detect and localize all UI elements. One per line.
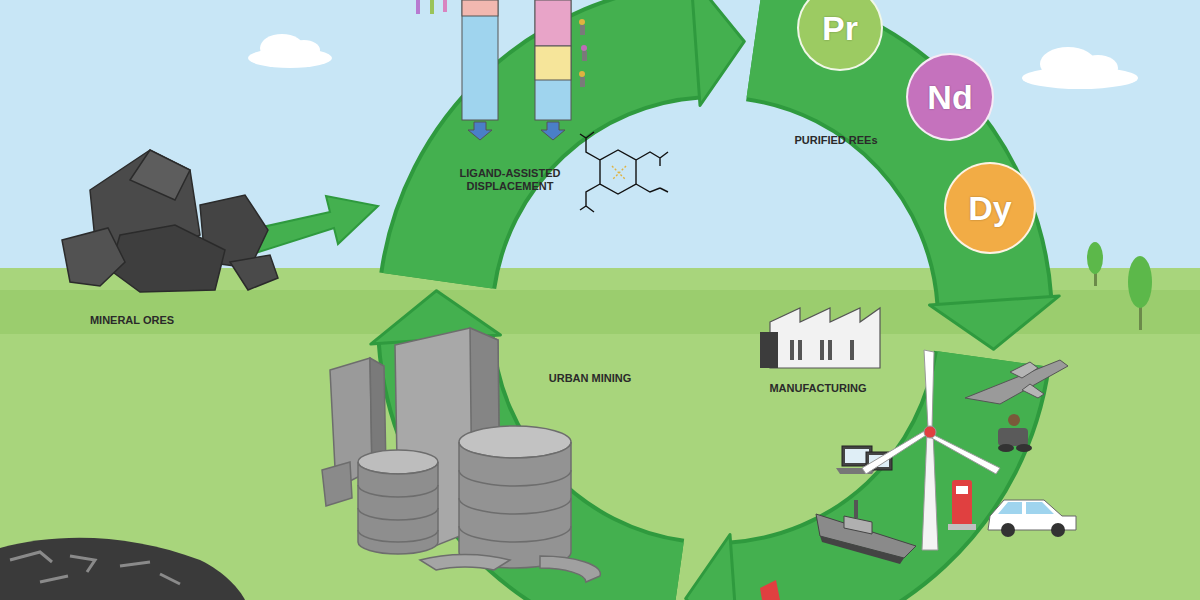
charging-station xyxy=(948,480,976,530)
vehicle-figure xyxy=(998,414,1032,452)
element-symbol: Dy xyxy=(968,189,1011,228)
red-item xyxy=(760,580,780,600)
stage-label: URBAN MINING xyxy=(520,372,660,385)
stage-label: MINERAL ORES xyxy=(62,314,202,327)
cycle-ring-edge xyxy=(435,40,995,600)
mineral-rocks xyxy=(62,150,278,292)
element-circle: Pr xyxy=(797,0,883,71)
ship xyxy=(816,500,916,564)
element-figures xyxy=(416,0,587,87)
cycle-ring xyxy=(435,40,995,600)
element-circle: Dy xyxy=(944,162,1036,254)
element-symbol: Nd xyxy=(927,78,972,117)
separation-column xyxy=(462,0,571,140)
tree xyxy=(1087,242,1152,330)
element-circle: Nd xyxy=(906,53,994,141)
stage-label: LIGAND-ASSISTED DISPLACEMENT xyxy=(445,167,575,192)
stage-label: PURIFIED REEs xyxy=(766,134,906,147)
urban-ruins xyxy=(322,328,600,582)
scrap-pile xyxy=(0,538,245,600)
ligand-structure xyxy=(580,132,668,212)
cycle-arrowhead xyxy=(371,0,1059,600)
drone xyxy=(965,360,1068,404)
wind-turbine xyxy=(862,350,1000,550)
element-symbol: Pr xyxy=(822,9,858,48)
electric-car xyxy=(988,500,1076,537)
factory xyxy=(760,308,880,368)
stage-label: MANUFACTURING xyxy=(748,382,888,395)
